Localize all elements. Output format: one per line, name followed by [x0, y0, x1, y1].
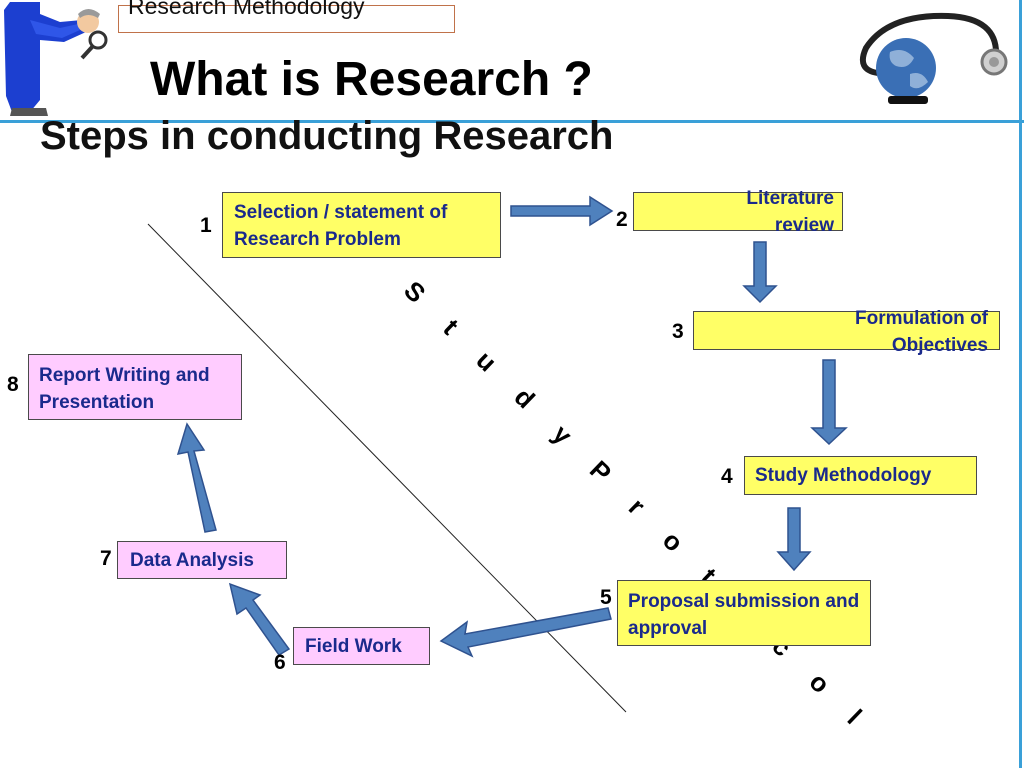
- step-3-box: [693, 311, 1000, 350]
- arrow-7-to-8: [176, 422, 217, 533]
- step-4-box: Study Methodology: [744, 456, 977, 495]
- step-7-number: 7: [100, 547, 112, 570]
- right-edge-divider: [1019, 0, 1022, 768]
- arrow-3-to-4: [810, 359, 848, 446]
- step-4-number: 4: [721, 465, 733, 488]
- step-2-label: Literature review: [746, 188, 834, 236]
- step-7-box: Data Analysis: [117, 541, 287, 579]
- step-3-label: Formulation of Objectives: [855, 308, 988, 356]
- step-5-box: Proposal submission and approval: [617, 580, 871, 646]
- step-7-label: Data Analysis: [130, 550, 254, 571]
- step-5-label: Proposal submission and approval: [628, 591, 860, 639]
- step-1-number: 1: [200, 214, 212, 237]
- header-divider: [0, 120, 1024, 123]
- step-6-label: Field Work: [305, 636, 402, 657]
- step-3-number: 3: [672, 320, 684, 343]
- detective-logo-image: [4, 2, 108, 116]
- course-label-box: [118, 5, 455, 33]
- step-4-label: Study Methodology: [755, 465, 932, 486]
- arrow-1-to-2: [510, 195, 614, 227]
- course-label: Research Methodology: [128, 0, 365, 19]
- step-8-box: Report Writing and Presentation: [28, 354, 242, 420]
- step-6-number: 6: [274, 651, 286, 674]
- arrow-6-to-7: [228, 582, 291, 657]
- arrow-2-to-3: [742, 241, 778, 304]
- stethoscope-globe-logo-image: [860, 12, 1008, 104]
- step-6-box: Field Work: [293, 627, 430, 665]
- step-1-label: Selection / statement of Research Proble…: [234, 202, 448, 250]
- arrow-5-to-6: [439, 607, 612, 658]
- step-8-label: Report Writing and Presentation: [39, 365, 210, 413]
- step-8-number: 8: [7, 373, 19, 396]
- page-title: What is Research ?: [150, 53, 593, 106]
- step-2-box: [633, 192, 843, 231]
- arrow-4-to-5: [776, 507, 812, 572]
- step-2-number: 2: [616, 208, 628, 231]
- step-1-box: Selection / statement of Research Proble…: [222, 192, 501, 258]
- step-5-number: 5: [600, 586, 612, 609]
- page-subtitle: Steps in conducting Research: [40, 114, 614, 158]
